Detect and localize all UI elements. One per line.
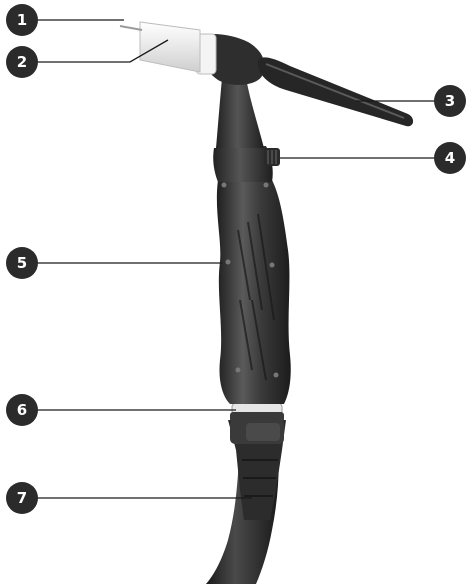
callout-number: 1	[17, 11, 27, 29]
handle-screw	[226, 260, 231, 265]
ceramic-nozzle	[140, 22, 200, 72]
callout-number: 4	[445, 149, 455, 167]
callout-6: 6	[6, 394, 38, 426]
handle-screw	[236, 368, 241, 373]
handle-screw	[222, 183, 227, 188]
gas-valve-knob	[264, 148, 280, 166]
handle-top	[213, 146, 273, 182]
handle-collar	[230, 403, 284, 422]
tungsten-electrode	[120, 26, 142, 30]
callout-3: 3	[434, 85, 466, 117]
callout-number: 2	[17, 53, 27, 71]
callout-5: 5	[6, 247, 38, 279]
torch-illustration	[120, 22, 413, 584]
handle-screw	[274, 373, 279, 378]
callout-number: 6	[17, 401, 27, 419]
callout-number: 7	[17, 489, 27, 507]
torch-neck	[216, 78, 264, 148]
handle-screw	[270, 263, 275, 268]
callout-2: 2	[6, 46, 38, 78]
callout-number: 5	[17, 254, 27, 272]
callout-1: 1	[6, 4, 38, 36]
handle-screw	[264, 183, 269, 188]
callout-4: 4	[434, 142, 466, 174]
callout-7: 7	[6, 482, 38, 514]
handle	[217, 180, 291, 404]
callout-number: 3	[445, 92, 455, 110]
